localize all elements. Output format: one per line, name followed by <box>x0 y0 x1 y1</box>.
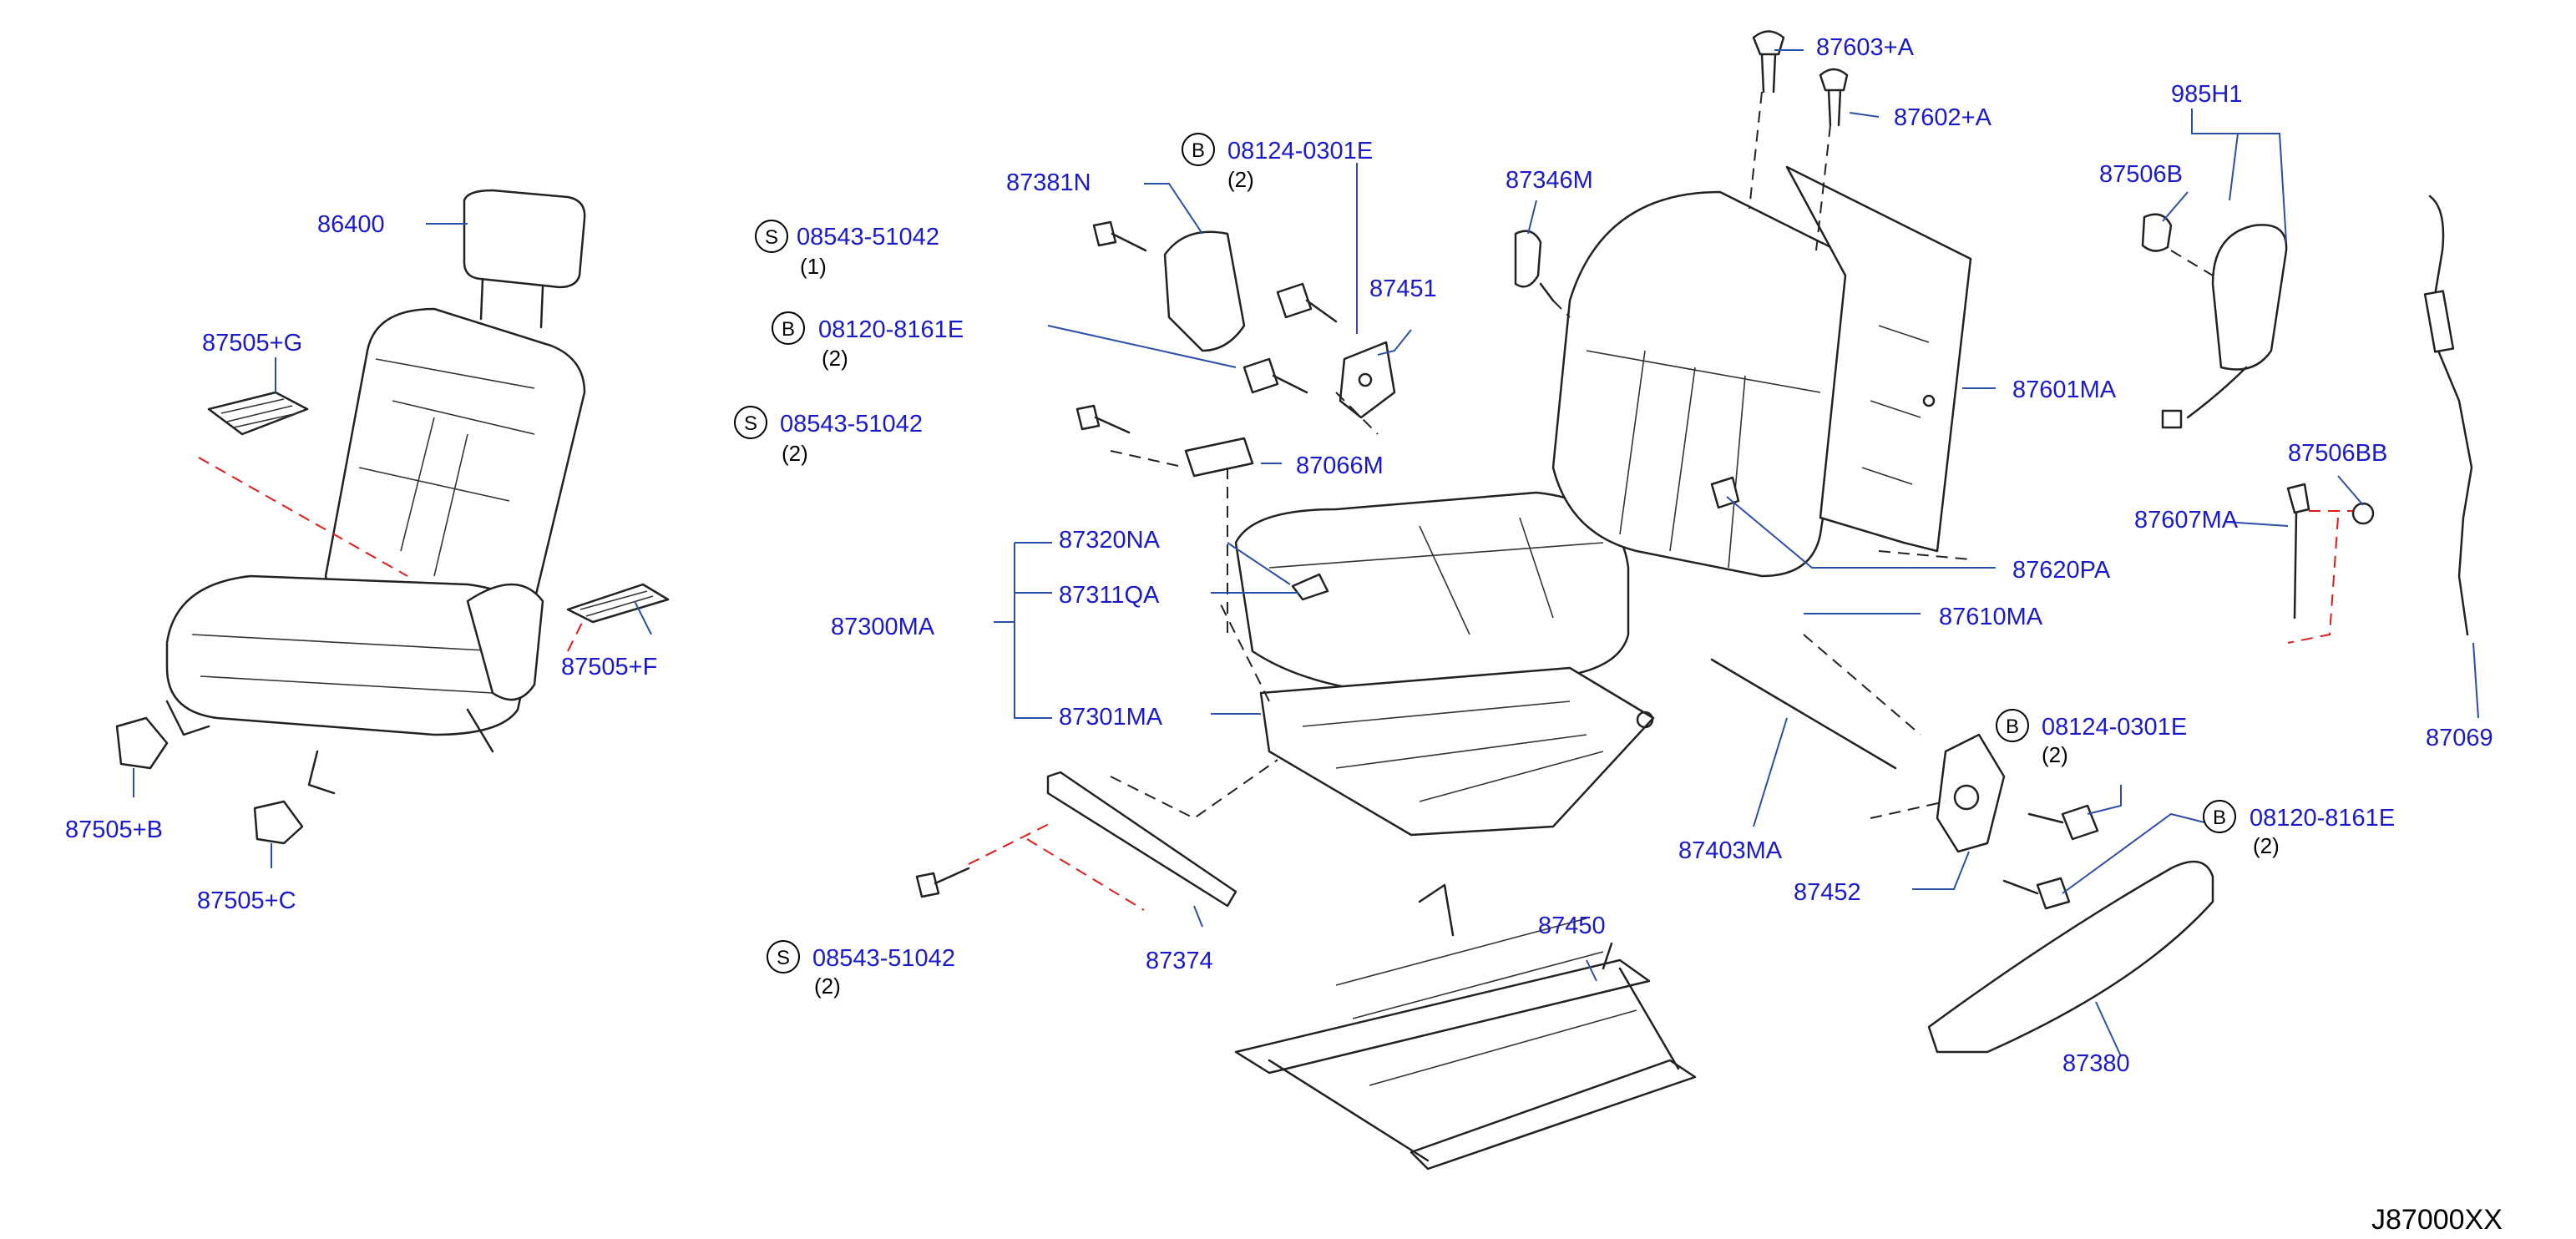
label-87301ma: 87301MA <box>1059 704 1163 731</box>
fastener-code: 08120-8161E <box>818 316 964 343</box>
side-module-985h1 <box>2161 224 2288 429</box>
label-87607ma: 87607MA <box>2134 507 2239 534</box>
part-labels: 86400 87505+G 87505+B 87505+C 87505+F 87… <box>65 34 2493 1077</box>
dash-lines-right <box>1552 91 1971 819</box>
fastener-callout: S 08543-51042 (1) <box>755 220 939 279</box>
fastener-callout: S 08543-51042 (2) <box>734 406 923 466</box>
label-87374: 87374 <box>1146 948 1213 974</box>
label-87603a: 87603+A <box>1816 34 1915 61</box>
fastener-qty: (2) <box>2253 833 2280 858</box>
label-87450: 87450 <box>1538 913 1606 939</box>
fastener-callout: B 08124-0301E (2) <box>1182 133 1373 192</box>
label-87602a: 87602+A <box>1894 104 1992 131</box>
fastener-letter: S <box>765 226 778 249</box>
fastener-code: 08543-51042 <box>797 224 939 250</box>
fastener-code: 08120-8161E <box>2250 805 2395 832</box>
label-87506bb: 87506BB <box>2288 440 2387 467</box>
dash-87506b <box>2170 250 2214 276</box>
label-87610ma: 87610MA <box>1939 604 2043 630</box>
seatback-frame-illustration <box>1785 165 1972 553</box>
leader-lines <box>133 49 2479 1057</box>
fastener-callout: B 08124-0301E (2) <box>1996 709 2187 767</box>
recliner-87452 <box>1936 733 2006 853</box>
fastener-qty: (2) <box>822 346 848 371</box>
cover-cap-87505c <box>253 800 304 845</box>
bracket-87451 <box>1339 341 1396 419</box>
label-87320na: 87320NA <box>1059 527 1161 554</box>
finisher-87380 <box>1927 860 2214 1054</box>
fastener-code: 08543-51042 <box>812 945 955 972</box>
fastener-qty: (2) <box>2042 742 2068 767</box>
fastener-qty: (1) <box>800 254 827 279</box>
complete-seat-illustration <box>165 189 586 795</box>
fastener-code: 08543-51042 <box>780 411 923 437</box>
bushing-87506b <box>2141 213 2173 252</box>
fastener-code: 08124-0301E <box>1227 138 1373 164</box>
fastener-qty: (2) <box>782 441 808 466</box>
anchor-87607ma <box>2286 483 2310 620</box>
bolts-right <box>2002 804 2099 910</box>
fastener-letter: B <box>2213 807 2226 829</box>
label-87505b: 87505+B <box>65 817 163 843</box>
label-87620pa: 87620PA <box>2012 557 2111 584</box>
label-87381n: 87381N <box>1006 169 1091 196</box>
relation-line-pad-g <box>198 457 408 577</box>
label-985h1: 985H1 <box>2171 81 2242 108</box>
fastener-letter: B <box>782 318 795 341</box>
label-87380: 87380 <box>2062 1050 2130 1077</box>
clip-87311qa <box>1291 573 1329 601</box>
label-87311qa: 87311QA <box>1059 582 1160 609</box>
relation-line-87607ma <box>2287 510 2353 644</box>
cover-cap-87505b <box>115 716 169 770</box>
fastener-qty: (2) <box>1227 167 1254 192</box>
label-87451: 87451 <box>1369 276 1437 302</box>
fastener-letter: S <box>744 412 757 435</box>
relation-line-87374 <box>968 822 1145 911</box>
dash-lines-center <box>1110 392 1379 820</box>
fastener-letter: S <box>777 947 790 969</box>
label-87403ma: 87403MA <box>1678 837 1783 864</box>
label-87506b: 87506B <box>2099 161 2183 188</box>
label-87505c: 87505+C <box>197 888 296 914</box>
fastener-qty: (2) <box>814 974 841 999</box>
fastener-letter: B <box>2006 716 2019 738</box>
diagram-code: J87000XX <box>2371 1204 2503 1236</box>
fastener-code: 08124-0301E <box>2042 714 2187 741</box>
cover-pad-87505f <box>566 583 670 624</box>
label-86400: 86400 <box>317 211 385 238</box>
cushion-pad-illustration <box>1234 491 1630 695</box>
label-87601ma: 87601MA <box>2012 377 2117 403</box>
cover-87381n <box>1163 230 1246 352</box>
rod-87403ma <box>1710 658 1897 770</box>
label-87505g: 87505+G <box>202 330 302 357</box>
trim-bar-87374 <box>1046 771 1237 908</box>
cover-pad-87505g <box>207 391 309 436</box>
seat-slide-87450 <box>1234 883 1697 1171</box>
fastener-callout: B 08120-8161E (2) <box>2203 800 2395 858</box>
cable-87069 <box>2428 195 2473 636</box>
headrest-guides <box>1752 30 1849 127</box>
bolts-center <box>1075 220 1338 434</box>
fastener-callout: B 08120-8161E (2) <box>772 311 964 371</box>
fastener-callout: S 08543-51042 (2) <box>767 940 955 999</box>
label-87346m: 87346M <box>1506 167 1593 194</box>
seat-frame-illustration <box>1259 666 1655 837</box>
bracket-87066m <box>1184 437 1254 478</box>
label-87069: 87069 <box>2426 725 2493 751</box>
label-87300ma: 87300MA <box>831 614 935 640</box>
nut-87506bb <box>2351 502 2375 525</box>
relation-line-pad-f <box>567 617 585 652</box>
label-87505f: 87505+F <box>561 654 657 680</box>
seatback-pad-illustration <box>1551 190 1856 578</box>
knob-87346m <box>1514 230 1542 288</box>
label-87452: 87452 <box>1794 879 1861 906</box>
fastener-letter: B <box>1192 139 1205 162</box>
label-87066m: 87066M <box>1296 453 1384 479</box>
screw-lower <box>915 867 970 898</box>
